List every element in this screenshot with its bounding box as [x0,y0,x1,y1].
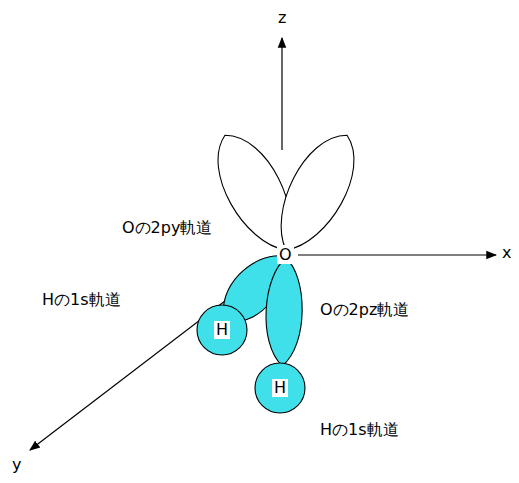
z-axis [281,38,282,150]
x-axis [298,254,496,255]
orbital-label: Hの1s軌道 [318,420,401,439]
axis-label: y [10,455,23,474]
h-1s-orbital: H [196,304,248,356]
lone-pair-lobe [262,123,371,263]
orbital-label: Oの2pz軌道 [318,300,411,319]
orbital-label: Hの1s軌道 [40,290,123,309]
orbital-label: Oの2py軌道 [120,218,214,237]
o-2pz-lobe [264,257,304,366]
atom-symbol: H [272,379,288,397]
atom-symbol: H [214,321,230,339]
h-1s-orbital: H [254,362,306,414]
axis-label: x [500,243,513,262]
axis-label: z [276,8,288,27]
atom-label: O [277,245,294,264]
